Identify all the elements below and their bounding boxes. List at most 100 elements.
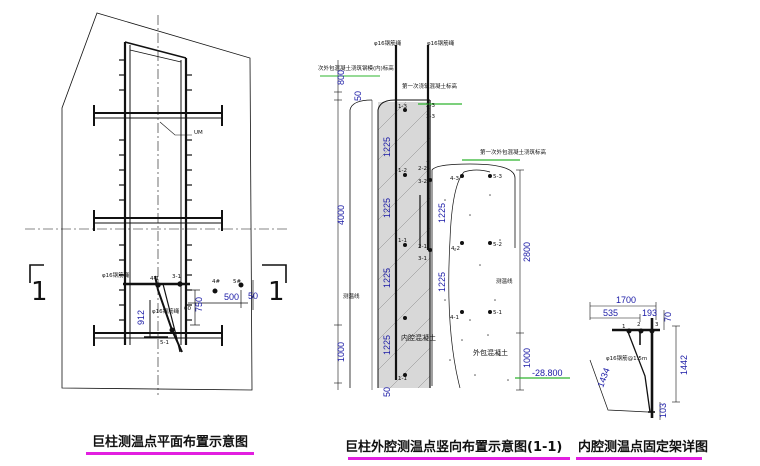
section-dim-800: 800 (336, 70, 346, 85)
detail-dim-193: 193 (642, 308, 657, 318)
section-pt-2-2: 2-2 (418, 166, 427, 172)
section-pt-1-0: 1-1 (398, 376, 407, 382)
section-pt-5-1: 5-1 (493, 310, 502, 316)
section-dim-1225-e: 1225 (437, 203, 447, 223)
plan-point-c (169, 327, 175, 333)
detail-view (589, 302, 680, 420)
detail-dim-1434-line (589, 359, 649, 413)
section-pt-4-3: 4-3 (450, 176, 459, 182)
section-dim-1225-d: 1225 (382, 335, 392, 355)
section-dim-1225-b: 1225 (382, 198, 392, 218)
plan-beam-3 (93, 325, 223, 346)
caption-detail: 内腔测温点固定架详图 (578, 440, 709, 455)
plan-rebar-label-2: φ16钢筋绳 (152, 307, 180, 315)
caption-section: 巨柱外腔测温点竖向布置示意图(1-1) (345, 440, 563, 455)
plan-section-mark-left-label: 1 (31, 277, 48, 307)
section-pt-2-3: 2-3 (426, 103, 435, 109)
section-pt-1-2: 1-2 (398, 168, 407, 174)
caption-detail-underline (576, 457, 702, 460)
inner-cavity-hatch (377, 101, 431, 389)
plan-dim-50: 50 (248, 291, 258, 301)
outer-probe-curve (448, 169, 491, 389)
plan-outline (61, 12, 253, 391)
section-pt-3-1: 3-1 (418, 256, 427, 262)
section-pt-5-2: 5-2 (493, 242, 502, 248)
section-rebar-left-label: φ16钢筋绳 (374, 39, 402, 47)
section-pt-4-1: 4-1 (450, 315, 459, 321)
plan-top-cap-inner (129, 49, 182, 63)
section-inner-concrete: 内腔混凝土 (401, 333, 436, 342)
section-label-inner: 测温线 (343, 292, 360, 300)
section-note-mid: 第一次外包混凝土浇筑标高 (480, 148, 547, 156)
detail-point-2 (638, 328, 644, 334)
plan-section-mark-left (29, 264, 44, 283)
section-pt-3-2: 3-2 (418, 179, 427, 185)
plan-section-mark-right (262, 264, 287, 283)
plan-pt-5: 5# (233, 279, 241, 285)
detail-dim-103: 103 (658, 403, 668, 418)
outer-casing-left (349, 99, 373, 388)
detail-pt-2: 2 (637, 322, 641, 328)
plan-beam-2 (93, 210, 223, 231)
plan-point-5 (238, 282, 244, 288)
section-pt-5-3: 5-3 (493, 174, 502, 180)
plan-labels: 1 1 φ16钢筋绳 φ16钢筋绳 500 50 750 912 60 4-1 … (31, 130, 285, 346)
section-dim-50-bot: 50 (382, 387, 392, 397)
section-label-outer: 测温线 (496, 277, 513, 285)
section-dim-1000-left: 1000 (336, 342, 346, 362)
plan-pt-4-1: 4-1 (150, 276, 159, 282)
section-dim-1225-a: 1225 (382, 137, 392, 157)
section-elevation: -28.800 (532, 368, 563, 378)
section-pt-3-3: 3-3 (426, 114, 435, 120)
section-dim-50-top: 50 (353, 91, 363, 101)
caption-plan: 巨柱测温点平面布置示意图 (92, 435, 249, 450)
plan-top-cap (124, 41, 187, 59)
detail-dim-1434: 1434 (595, 366, 611, 388)
outer-concrete-speckle (444, 194, 509, 381)
detail-point-3 (649, 328, 655, 334)
detail-dim-535: 535 (603, 308, 618, 318)
plan-dim-750: 750 (194, 297, 204, 312)
detail-rebar-note: φ16钢筋@1.5m (606, 354, 647, 362)
detail-dim-1700: 1700 (616, 295, 636, 305)
section-note-left: 次外包混凝土浇筑钢模(内)标高 (318, 64, 394, 72)
section-dim-2800: 2800 (522, 242, 532, 262)
detail-brace (627, 331, 651, 413)
plan-dim-912: 912 (136, 310, 146, 325)
section-pt-2-1: 2-1 (418, 244, 427, 250)
detail-dim-70: 70 (663, 312, 673, 322)
plan-dim-500: 500 (224, 292, 239, 302)
plan-probe-line-2 (162, 283, 181, 353)
caption-plan-underline (86, 452, 254, 455)
detail-point-1 (626, 328, 632, 334)
plan-tag-leader (159, 121, 192, 136)
plan-pt-3-1: 3-1 (172, 274, 181, 280)
plan-studs (119, 59, 192, 321)
plan-pt-5-1: 5-1 (160, 340, 169, 346)
section-pt-7: 7 (426, 161, 430, 167)
plan-rebar-label: φ16钢筋绳 (102, 271, 130, 279)
plan-point-a (155, 282, 161, 288)
detail-dim-1442: 1442 (679, 355, 689, 375)
section-note-top: 第一次浇筑混凝土标高 (402, 82, 458, 90)
section-pt-4-2: 4-2 (451, 246, 460, 252)
plan-section-mark-right-label: 1 (268, 277, 285, 307)
section-points (403, 108, 492, 377)
outer-concrete-outline (431, 163, 516, 386)
plan-dim-60: 60 (184, 306, 191, 312)
detail-pt-3: 3 (655, 322, 659, 328)
section-view (320, 45, 570, 391)
section-dim-4000: 4000 (336, 205, 346, 225)
section-rebar-right-label: φ16钢筋绳 (427, 39, 455, 47)
detail-labels: 1700 535 193 70 1442 1434 103 φ16钢筋@1.5m… (595, 295, 689, 418)
section-dim-1225-f: 1225 (437, 272, 447, 292)
section-dim-1000-right: 1000 (522, 348, 532, 368)
plan-small-tag: UM (194, 130, 203, 136)
detail-pt-1: 1 (622, 324, 626, 330)
plan-pt-4: 4# (212, 279, 220, 285)
section-labels: φ16钢筋绳 φ16钢筋绳 第一次浇筑混凝土标高 次外包混凝土浇筑钢模(内)标高… (318, 39, 563, 397)
plan-view (25, 12, 290, 395)
caption-section-underline (348, 457, 570, 460)
section-dim-1225-c: 1225 (382, 268, 392, 288)
